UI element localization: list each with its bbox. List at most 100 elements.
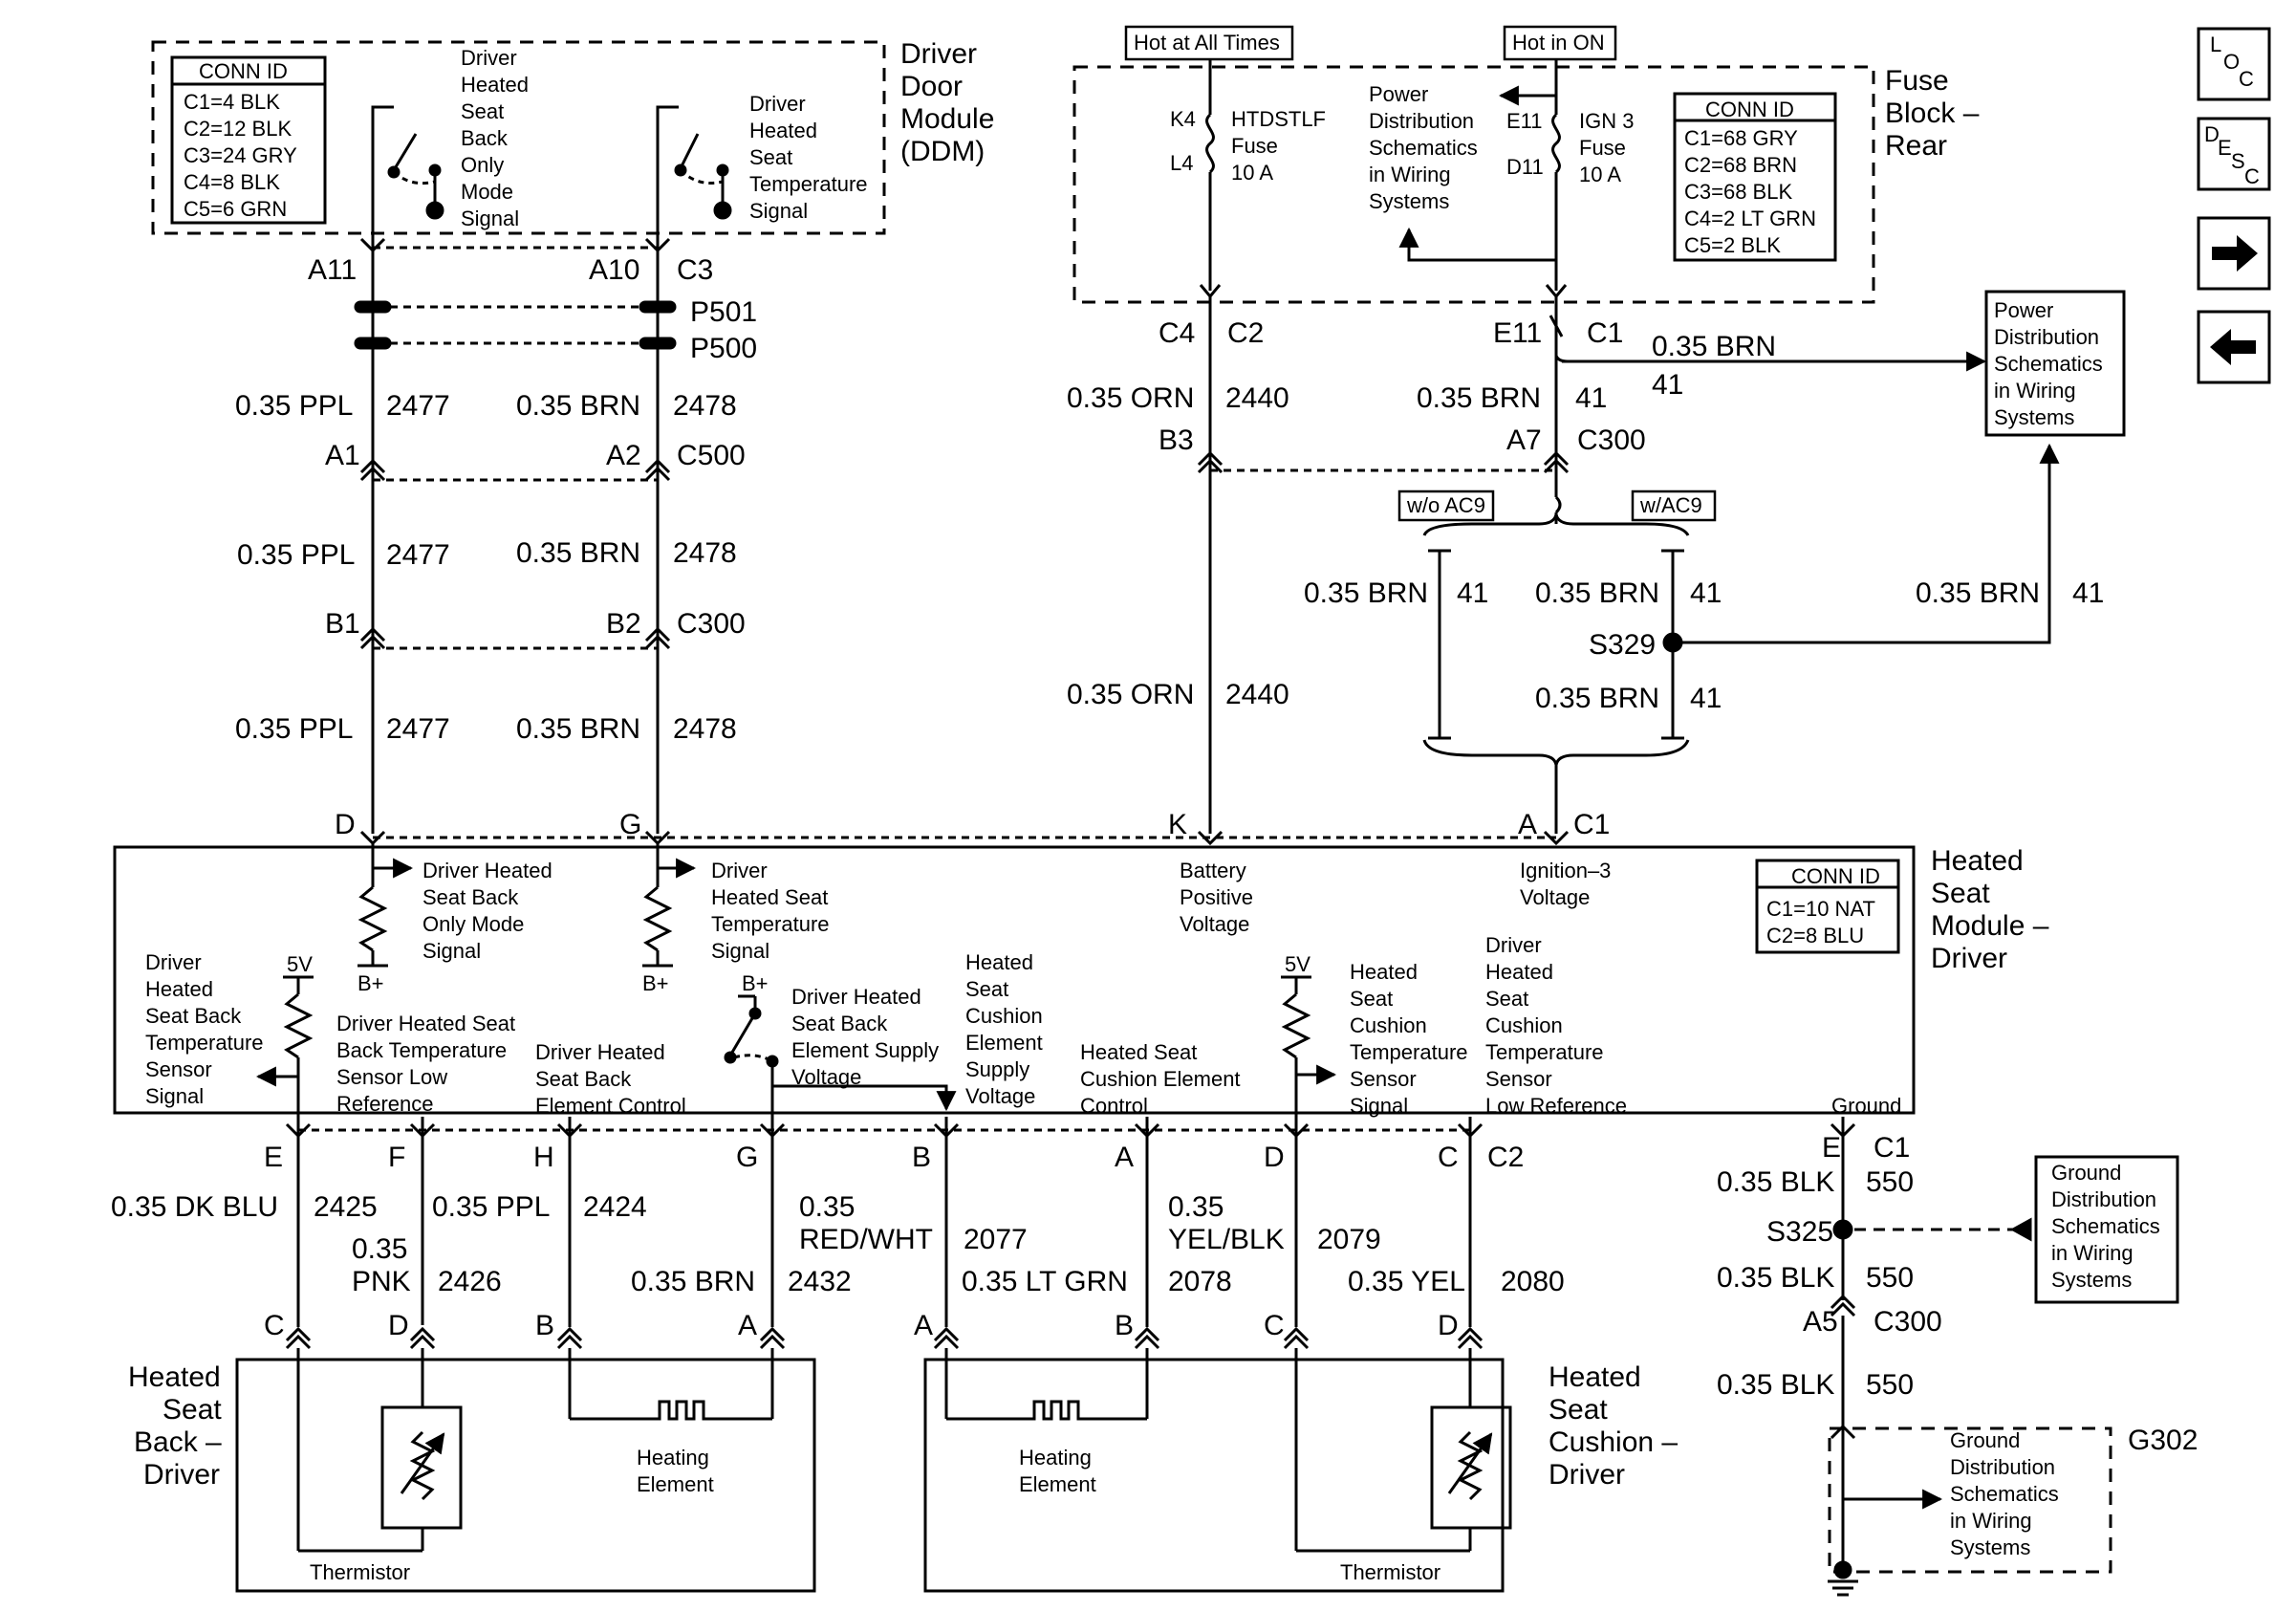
fuse1-label: HTDSTLF bbox=[1231, 107, 1326, 131]
conn-d: D bbox=[335, 809, 356, 840]
forward-arrow-button[interactable] bbox=[2197, 216, 2271, 291]
gds-label: Schematics bbox=[2051, 1214, 2160, 1238]
wire-orn: 0.35 ORN bbox=[1067, 382, 1194, 414]
w-ac9-box bbox=[1631, 490, 1717, 522]
gnd-wire-circuit: 550 bbox=[1866, 1166, 1914, 1198]
wire-2426-color: PNK bbox=[352, 1266, 411, 1297]
conn-a10: A10 bbox=[589, 254, 639, 286]
hsm-back-supply: Seat Back bbox=[791, 1012, 888, 1035]
ddm-sig1: Driver bbox=[461, 46, 517, 70]
wire-2424-color: 0.35 PPL bbox=[432, 1191, 550, 1223]
gds-label: Distribution bbox=[2051, 1187, 2156, 1211]
fuse-k4: K4 bbox=[1170, 107, 1196, 131]
heating-element-cushion: Heating bbox=[1019, 1446, 1092, 1469]
loc-button[interactable]: L O C bbox=[2197, 27, 2271, 101]
pds-right-box bbox=[1984, 290, 2126, 437]
hsm-cushion-low-ref: Sensor bbox=[1485, 1067, 1552, 1091]
wire-brn: 0.35 BRN bbox=[1304, 577, 1428, 609]
pds-right: Schematics bbox=[1994, 352, 2103, 376]
hsm-back-low-ref: Driver Heated Seat bbox=[336, 1012, 515, 1035]
hsm-back-temp-sensor: Sensor bbox=[145, 1057, 212, 1081]
splice-s329-label: S329 bbox=[1589, 629, 1656, 661]
pds-inner: Distribution bbox=[1369, 109, 1474, 133]
pin-g: G bbox=[736, 1142, 758, 1173]
hsm-back-low-ref: Reference bbox=[336, 1092, 434, 1116]
wire-2077-gauge: 0.35 bbox=[799, 1191, 855, 1223]
pds-inner: Schematics bbox=[1369, 136, 1478, 160]
option-wo-ac9: w/o AC9 bbox=[1406, 493, 1485, 517]
hsm-cushion-sensor: Cushion bbox=[1350, 1013, 1427, 1037]
wire-2432-color: 0.35 BRN bbox=[631, 1266, 755, 1297]
wire-2077-circuit: 2077 bbox=[964, 1224, 1028, 1255]
pin-a-cushion: A bbox=[914, 1310, 933, 1341]
conn-c300-fb: C300 bbox=[1577, 425, 1646, 456]
hsm-back-low-ref: Back Temperature bbox=[336, 1038, 507, 1062]
fuse2-label: Fuse bbox=[1579, 136, 1626, 160]
wire-orn: 0.35 ORN bbox=[1067, 679, 1194, 710]
hsm-back-elem-ctrl: Seat Back bbox=[535, 1067, 632, 1091]
fb-conn-row: C4=2 LT GRN bbox=[1684, 207, 1816, 230]
hsm-cushion-supply: Heated bbox=[965, 950, 1033, 974]
hsm-conn-row: C2=8 BLU bbox=[1766, 924, 1864, 947]
thermistor-cushion: Thermistor bbox=[1340, 1560, 1440, 1584]
conn-g: G bbox=[619, 809, 641, 840]
wire-ppl: 0.35 PPL bbox=[237, 539, 355, 571]
wire-2424-circuit: 2424 bbox=[583, 1191, 647, 1223]
seat-back-title: Driver bbox=[143, 1459, 220, 1491]
wire-brn: 0.35 BRN bbox=[516, 537, 640, 569]
seat-cushion-title: Seat bbox=[1549, 1394, 1608, 1426]
conn-b1: B1 bbox=[325, 608, 360, 640]
pin-a: A bbox=[1115, 1142, 1134, 1173]
hsm-cushion-supply: Seat bbox=[965, 977, 1008, 1001]
pds-inner: Systems bbox=[1369, 189, 1449, 213]
pin-h: H bbox=[533, 1142, 554, 1173]
hot-at-all-times: Hot at All Times bbox=[1134, 31, 1280, 54]
conn-e11: E11 bbox=[1493, 317, 1542, 349]
conn-c300: C300 bbox=[677, 608, 746, 640]
pds-right: in Wiring bbox=[1994, 379, 2076, 403]
conn-a7: A7 bbox=[1506, 425, 1542, 456]
pin-c: C bbox=[1438, 1142, 1459, 1173]
fuse-block-box bbox=[1072, 65, 1875, 304]
gds-g302-label: Schematics bbox=[1950, 1482, 2059, 1506]
fuse1-label: Fuse bbox=[1231, 134, 1278, 158]
splice-s325 bbox=[1832, 1219, 1853, 1240]
desc-button[interactable]: D E S C bbox=[2197, 117, 2271, 191]
wire-2477: 2477 bbox=[386, 390, 450, 422]
hsm-cushion-low-ref: Heated bbox=[1485, 960, 1553, 984]
wire-41-pds: 41 bbox=[1652, 369, 1683, 401]
conn-c4: C4 bbox=[1159, 317, 1195, 349]
conn-p500: P500 bbox=[690, 333, 757, 364]
hsm-battery: Battery bbox=[1180, 859, 1246, 882]
gds-g302-label: Systems bbox=[1950, 1535, 2030, 1559]
seat-cushion-title: Heated bbox=[1549, 1361, 1641, 1393]
gnd-pin-e: E bbox=[1822, 1132, 1841, 1164]
gds-label: in Wiring bbox=[2051, 1241, 2134, 1265]
pin-b-back: B bbox=[535, 1310, 554, 1341]
ddm-sig2: Seat bbox=[749, 145, 792, 169]
heating-element-back: Element bbox=[637, 1472, 714, 1496]
hsm-cushion-sensor: Sensor bbox=[1350, 1067, 1417, 1091]
conn-c1: C1 bbox=[1573, 809, 1610, 840]
gds-g302-label: Distribution bbox=[1950, 1455, 2055, 1479]
wire-2426-circuit: 2426 bbox=[438, 1266, 502, 1297]
loc-c: C bbox=[2239, 67, 2254, 91]
hsm-bplus: B+ bbox=[357, 971, 384, 995]
fb-conn-row: C1=68 GRY bbox=[1684, 126, 1798, 150]
wire-2079-gauge: 0.35 bbox=[1168, 1191, 1224, 1223]
hsm-cushion-supply: Element bbox=[965, 1031, 1043, 1055]
seat-back-title: Heated bbox=[128, 1361, 221, 1393]
pin-b: B bbox=[912, 1142, 931, 1173]
wire-2440: 2440 bbox=[1225, 382, 1289, 414]
wire-41: 41 bbox=[1690, 577, 1722, 609]
hsm-sig-back-only: Driver Heated bbox=[422, 859, 552, 882]
hsm-cushion-low-ref: Driver bbox=[1485, 933, 1542, 957]
hsm-cushion-low-ref: Low Reference bbox=[1485, 1094, 1627, 1118]
back-arrow-button[interactable] bbox=[2197, 310, 2271, 384]
gds-g302-label: Ground bbox=[1950, 1428, 2020, 1452]
thermistor-back: Thermistor bbox=[310, 1560, 410, 1584]
g302-box bbox=[1828, 1426, 2112, 1574]
pin-d-cushion: D bbox=[1438, 1310, 1459, 1341]
gds-label: Ground bbox=[2051, 1161, 2121, 1185]
fuse-l4: L4 bbox=[1170, 151, 1193, 175]
